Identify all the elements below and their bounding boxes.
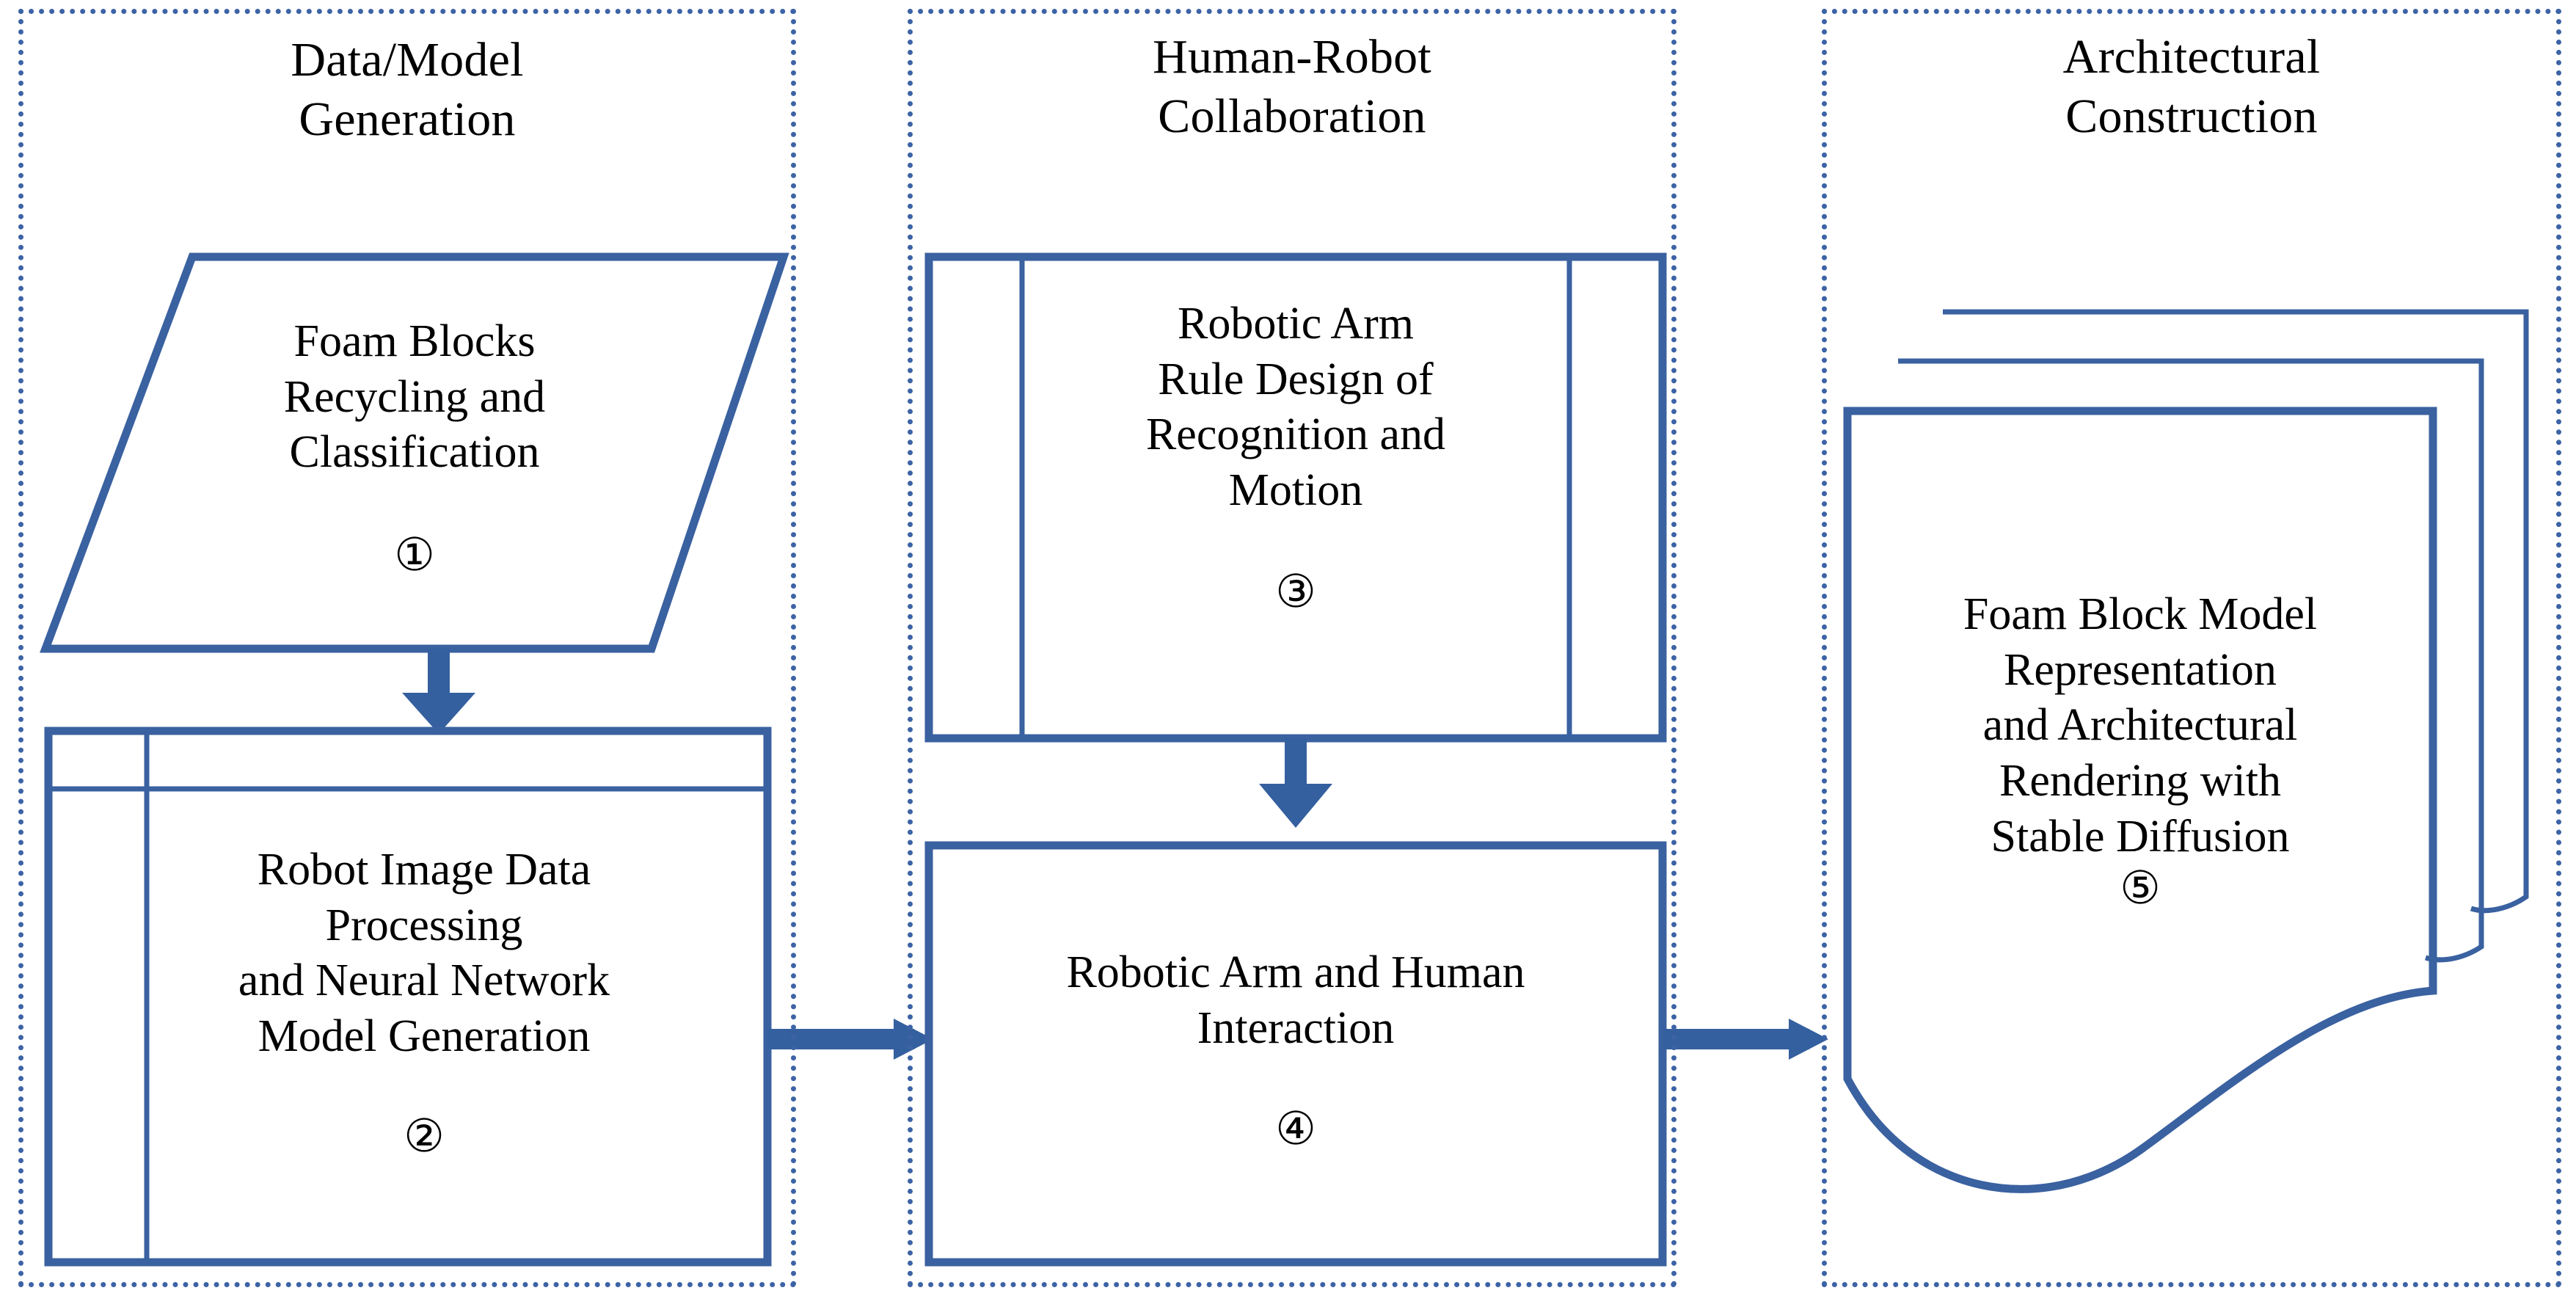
panel-title-architectural-construction: Architectural Construction (2062, 30, 2321, 143)
node-foam-blocks-recycling[interactable] (45, 257, 784, 649)
panel-architectural-construction (1822, 9, 2561, 1287)
node-number-robotic-arm-human-interaction: ④ (1275, 1104, 1316, 1154)
arrow-1-to-2 (402, 649, 475, 734)
node-number-foam-blocks-recycling: ① (394, 531, 435, 580)
node-number-foam-block-model-representation: ⑤ (2120, 864, 2161, 914)
node-robotic-arm-human-interaction[interactable] (929, 845, 1663, 1262)
node-number-robotic-arm-rule-design: ③ (1275, 567, 1316, 617)
node-robot-image-data-processing[interactable] (48, 731, 767, 1262)
node-foam-block-model-representation[interactable] (1847, 312, 2526, 1204)
arrow-3-to-4 (1259, 738, 1332, 828)
node-robotic-arm-rule-design[interactable] (929, 257, 1663, 738)
shape-robot-image-data-table (44, 727, 772, 1267)
arrow-4-to-5 (1663, 1019, 1828, 1060)
panel-title-data-model-generation: Data/Model Generation (291, 33, 524, 146)
node-number-robot-image-data-processing: ② (404, 1112, 445, 1162)
shape-robotic-arm-human-rect (924, 841, 1667, 1267)
panel-human-robot-collaboration (908, 9, 1676, 1287)
panel-data-model-generation (18, 9, 796, 1287)
panel-title-human-robot-collaboration: Human-Robot Collaboration (1153, 30, 1431, 143)
shape-foam-block-model-multidoc (1843, 309, 2529, 1193)
shape-foam-blocks-parallelogram (40, 252, 789, 653)
